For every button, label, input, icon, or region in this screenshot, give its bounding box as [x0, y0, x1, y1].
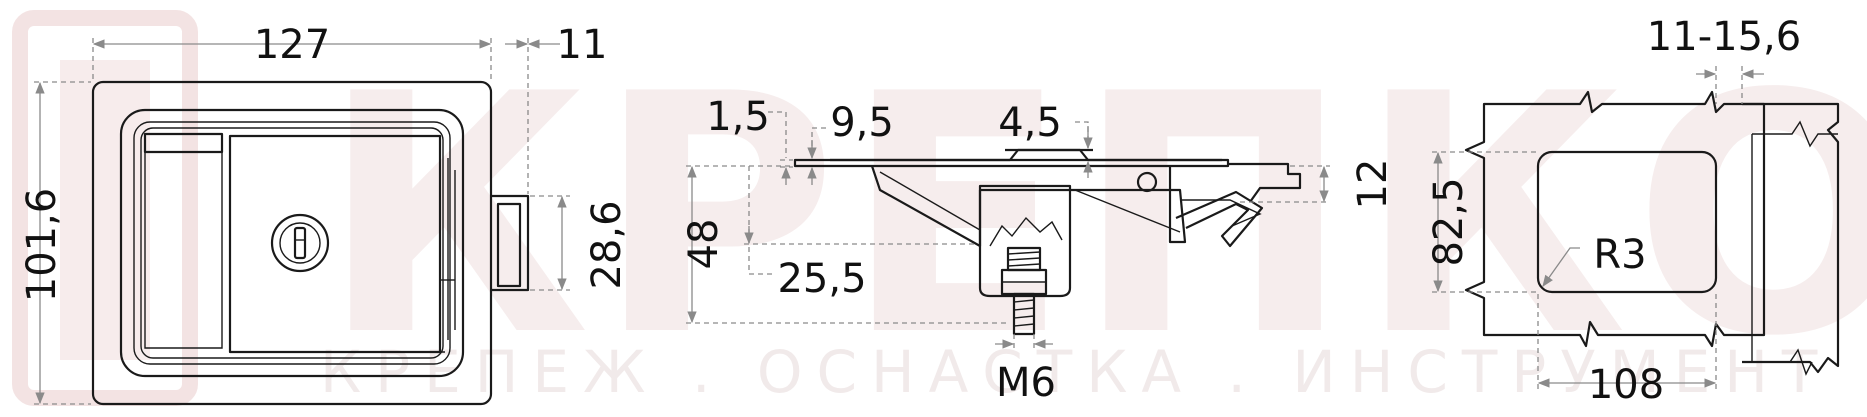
front-recess-outline	[119, 108, 465, 378]
lock-cylinder-icon	[270, 213, 330, 273]
front-flange-outline	[91, 80, 493, 406]
front-view: 127 11 101,6 28,6	[19, 22, 630, 406]
cutout-view: 11-15,6 82,5 R3 108	[1426, 14, 1840, 408]
dim-latch-height: 28,6	[584, 200, 630, 289]
catch-hook	[1228, 162, 1302, 203]
dim-front-offset: 11	[557, 22, 608, 68]
pivot-pin-icon	[1136, 171, 1158, 193]
dim-flange: 12	[1350, 159, 1396, 210]
dim-front-width: 127	[254, 22, 330, 68]
dim-front-height: 101,6	[19, 188, 65, 303]
dim-plate-thickness: 1,5	[706, 94, 770, 140]
cutout-opening	[1536, 150, 1718, 294]
side-view: 1,5 9,5 4,5 48 25,5 12 M6	[681, 94, 1396, 406]
dim-panel-thickness: 11-15,6	[1647, 14, 1801, 60]
body-housing	[870, 165, 1187, 248]
spring-latch	[1175, 190, 1264, 248]
watermark-tagline: КРЕПЕЖ . ОСНАСТКА . ИНСТРУМЕНТ	[320, 338, 1831, 406]
dim-thread: M6	[996, 360, 1056, 406]
dim-side-height: 48	[681, 219, 727, 270]
latch-bolt	[491, 194, 530, 292]
dim-corner-radius: R3	[1593, 232, 1646, 278]
dim-cutout-width: 108	[1588, 362, 1664, 408]
panel-section	[1742, 102, 1840, 374]
dim-small-depth: 9,5	[830, 100, 894, 146]
dim-body-depth: 25,5	[777, 256, 866, 302]
cylinder-body	[978, 184, 1072, 298]
watermark: КРЕПКОМ КРЕПЕЖ . ОСНАСТКА . ИНСТРУМЕНТ	[12, 10, 1867, 408]
watermark-logo-icon	[12, 10, 198, 406]
threaded-screw	[1012, 292, 1036, 336]
dim-cutout-height: 82,5	[1426, 177, 1472, 266]
panel-outline	[1464, 90, 1766, 348]
dim-tab: 4,5	[998, 100, 1062, 146]
watermark-brand: КРЕПКОМ	[320, 24, 1867, 408]
